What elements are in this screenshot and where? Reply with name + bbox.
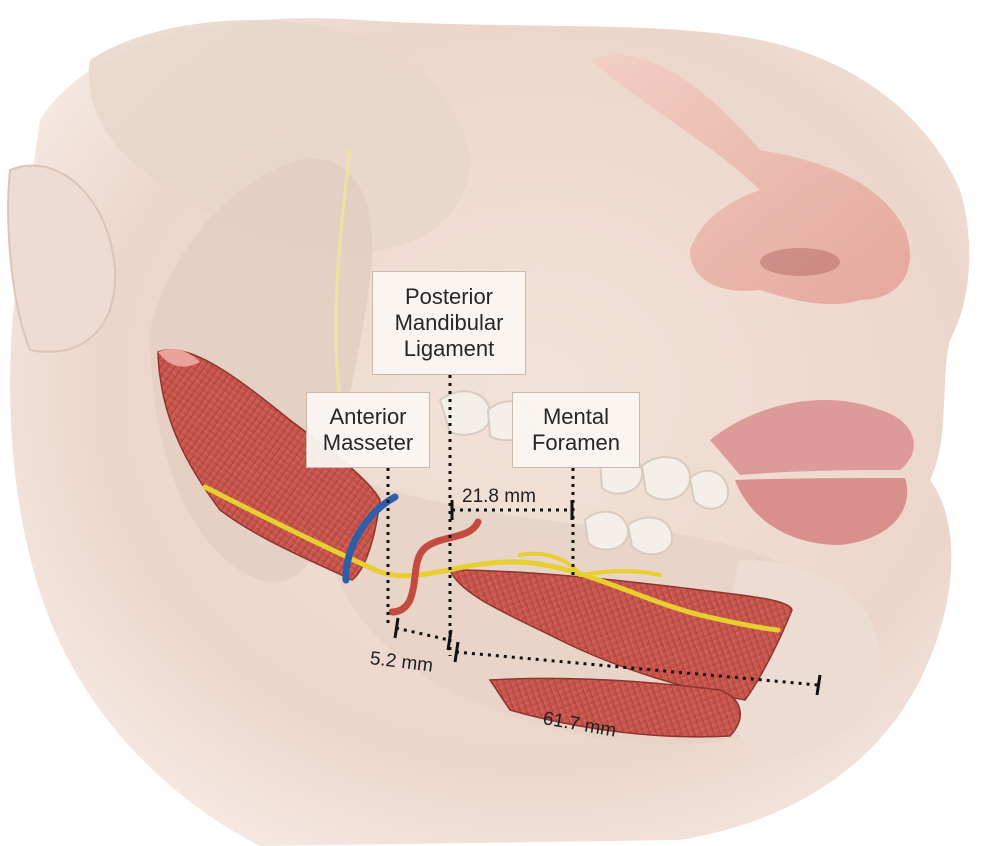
label-line: Anterior [329,404,407,429]
cheekbone [88,20,470,252]
label-line: Foramen [531,430,621,455]
label-line: Posterior [404,284,494,309]
upper-lip [710,400,914,475]
facial-artery [388,518,482,616]
depressor-muscle [448,569,793,701]
dim-5-2-tick-b [446,629,453,651]
measurement-21-8-label: 21.8 mm [462,486,536,507]
nerve-up-branch [334,148,352,402]
label-line: Mandibular [394,310,504,335]
depressor-muscle-lower [488,677,741,738]
marginal-mandibular-nerve [202,484,781,633]
nostril [760,248,840,276]
posterior-mandibular-ligament-label: Posterior Mandibular Ligament [372,271,526,375]
dim-5-2-tick-a [393,617,400,639]
masseter-cut-edge [158,349,200,367]
nose [590,54,910,305]
teeth [438,390,730,556]
measurement-lines [386,375,822,696]
anterior-masseter-label: Anterior Masseter [306,392,430,468]
label-line: Masseter [322,430,414,455]
mental-foramen-label: Mental Foramen [512,392,640,468]
label-line: Mental [542,404,610,429]
facial-vein [342,493,399,584]
masseter-muscle [157,349,381,581]
label-line: Ligament [403,336,495,361]
dim-61-7-tick-a [453,641,460,663]
dim-5-2 [395,626,450,642]
dim-61-7-tick-b [815,674,822,696]
ear [7,164,117,353]
lower-lip [735,478,908,545]
mental-nerve-branch [518,551,662,578]
